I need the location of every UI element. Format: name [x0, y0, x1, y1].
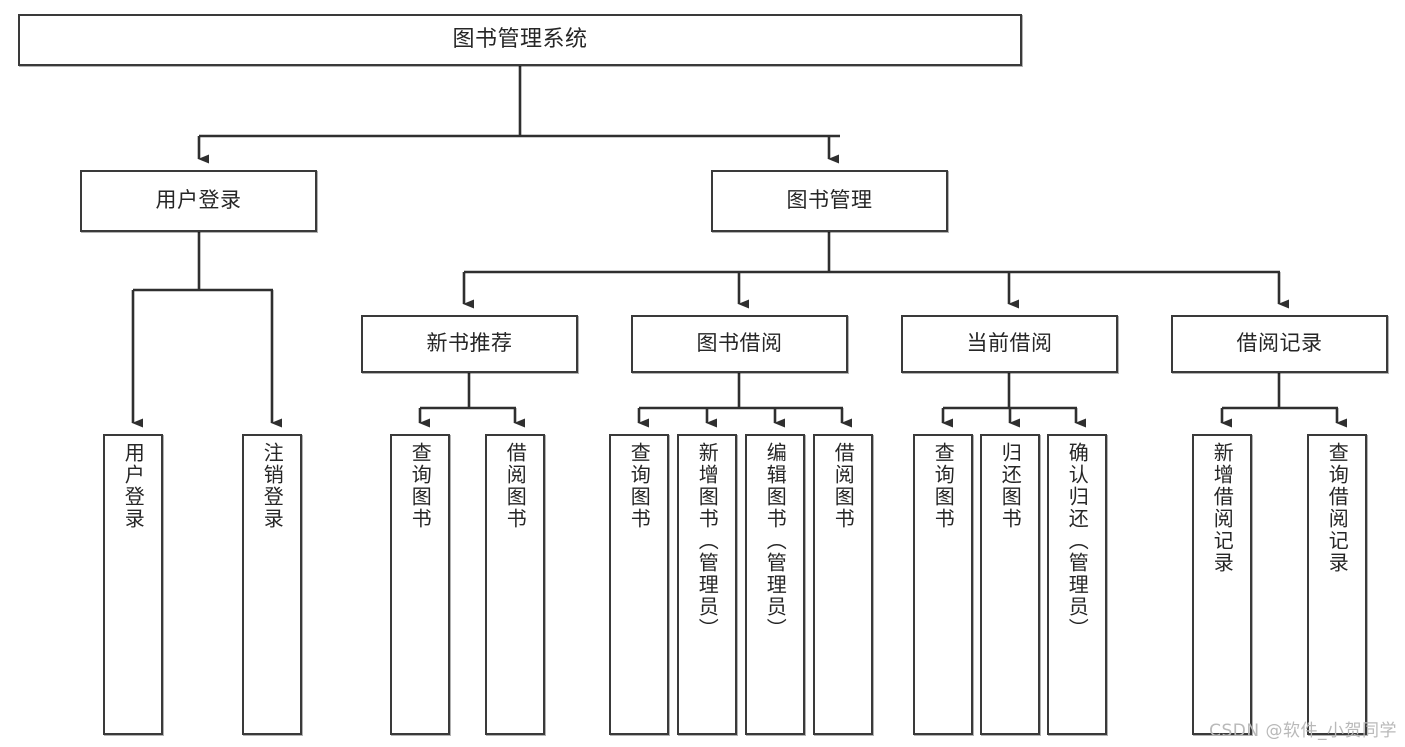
node-book-management-label: 图书管理 — [786, 188, 873, 213]
node-leaf-records-add[interactable]: 新增借阅记录 — [1192, 434, 1252, 735]
node-leaf-logout-label: 注销登录 — [260, 442, 285, 530]
node-user-login[interactable]: 用户登录 — [80, 170, 317, 232]
node-leaf-borrow-edit-book-label: 编辑图书（管理员） — [763, 442, 788, 640]
node-leaf-records-query[interactable]: 查询借阅记录 — [1307, 434, 1367, 735]
node-leaf-borrow-add-book-label: 新增图书（管理员） — [695, 442, 720, 640]
node-leaf-logout[interactable]: 注销登录 — [242, 434, 302, 735]
node-leaf-borrow-query[interactable]: 查询图书 — [609, 434, 669, 735]
node-leaf-records-query-label: 查询借阅记录 — [1325, 442, 1350, 574]
node-book-borrow[interactable]: 图书借阅 — [631, 315, 848, 373]
node-leaf-newbook-query[interactable]: 查询图书 — [390, 434, 450, 735]
node-leaf-newbook-borrow[interactable]: 借阅图书 — [485, 434, 545, 735]
node-book-borrow-label: 图书借阅 — [696, 331, 783, 356]
node-leaf-borrow-add-book[interactable]: 新增图书（管理员） — [677, 434, 737, 735]
node-new-book-recommend-label: 新书推荐 — [426, 331, 513, 356]
node-borrow-records-label: 借阅记录 — [1236, 331, 1323, 356]
node-book-management[interactable]: 图书管理 — [711, 170, 948, 232]
node-leaf-current-query[interactable]: 查询图书 — [913, 434, 973, 735]
node-leaf-borrow-query-label: 查询图书 — [627, 442, 652, 530]
node-leaf-newbook-borrow-label: 借阅图书 — [503, 442, 528, 530]
node-leaf-records-add-label: 新增借阅记录 — [1210, 442, 1235, 574]
node-leaf-borrow-lend-book[interactable]: 借阅图书 — [813, 434, 873, 735]
node-leaf-borrow-lend-book-label: 借阅图书 — [831, 442, 856, 530]
node-user-login-label: 用户登录 — [155, 188, 242, 213]
node-borrow-records[interactable]: 借阅记录 — [1171, 315, 1388, 373]
node-leaf-current-query-label: 查询图书 — [931, 442, 956, 530]
node-leaf-user-login[interactable]: 用户登录 — [103, 434, 163, 735]
node-root-label: 图书管理系统 — [452, 26, 588, 52]
node-leaf-user-login-label: 用户登录 — [121, 442, 146, 530]
node-new-book-recommend[interactable]: 新书推荐 — [361, 315, 578, 373]
node-leaf-current-return-label: 归还图书 — [998, 442, 1023, 530]
node-leaf-current-confirm-return[interactable]: 确认归还（管理员） — [1047, 434, 1107, 735]
node-leaf-newbook-query-label: 查询图书 — [408, 442, 433, 530]
node-root[interactable]: 图书管理系统 — [18, 14, 1022, 66]
node-leaf-current-confirm-return-label: 确认归还（管理员） — [1065, 442, 1090, 640]
node-current-borrow-label: 当前借阅 — [966, 331, 1053, 356]
node-leaf-borrow-edit-book[interactable]: 编辑图书（管理员） — [745, 434, 805, 735]
node-leaf-current-return[interactable]: 归还图书 — [980, 434, 1040, 735]
node-current-borrow[interactable]: 当前借阅 — [901, 315, 1118, 373]
